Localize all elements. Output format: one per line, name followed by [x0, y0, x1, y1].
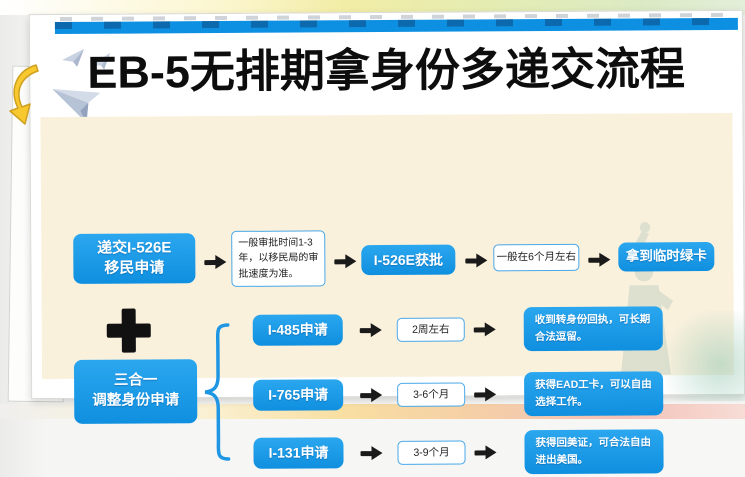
step-i526e-approved: I-526E获批 [361, 244, 456, 276]
note-six-months: 一般在6个月左右 [493, 243, 580, 272]
flow-arrow-icon [588, 252, 611, 267]
step-submit-i526e: 递交I-526E 移民申请 [73, 233, 196, 284]
branch-result: 获得EAD工卡，可以自由选择工作。 [524, 371, 664, 417]
branch-result: 获得回美证，可合法自由进出美国。 [524, 429, 664, 475]
step-line2: 移民申请 [104, 259, 165, 277]
branch-duration: 2周左右 [396, 317, 465, 342]
branch-row-i485: I-485申请 2周左右 收到转身份回执，可长期合法逗留。 [42, 306, 734, 354]
branch-result: 收到转身份回执，可长期合法逗留。 [523, 306, 663, 352]
branch-application: I-765申请 [253, 379, 344, 411]
flow-arrow-icon [334, 254, 357, 269]
flow-arrow-icon [204, 254, 227, 270]
flow-arrow-icon [474, 445, 497, 460]
flow-arrow-icon [360, 446, 383, 461]
page-title: EB-5无排期拿身份多递交流程 [87, 43, 686, 98]
paper-plane-icon [52, 48, 111, 123]
curved-arrow-icon [9, 64, 39, 125]
note-approval-time: 一般审批时间1-3年，以移民局的审批速度为准。 [231, 230, 326, 287]
branch-duration: 3-9个月 [397, 440, 466, 465]
flow-arrow-icon [465, 253, 488, 268]
flow-arrow-icon [359, 323, 382, 338]
branch-application: I-131申请 [253, 437, 344, 469]
step-temp-green-card: 拿到临时绿卡 [618, 242, 715, 272]
flow-arrow-icon [360, 388, 383, 403]
step-line1: 递交I-526E [97, 239, 172, 257]
slide-card: EB-5无排期拿身份多递交流程 递交I-526E 移民申请 一般审批时间1-3年… [28, 9, 745, 475]
flow-arrow-icon [473, 322, 496, 337]
branch-duration: 3-6个月 [397, 382, 466, 407]
flowchart-panel: 递交I-526E 移民申请 一般审批时间1-3年，以移民局的审批速度为准。 I-… [40, 112, 735, 475]
branch-row-i131: I-131申请 3-9个月 获得回美证，可合法自由进出美国。 [42, 429, 734, 477]
branch-row-i765: I-765申请 3-6个月 获得EAD工卡，可以自由选择工作。 [42, 371, 734, 419]
branch-application: I-485申请 [252, 314, 343, 346]
flow-arrow-icon [474, 387, 497, 402]
